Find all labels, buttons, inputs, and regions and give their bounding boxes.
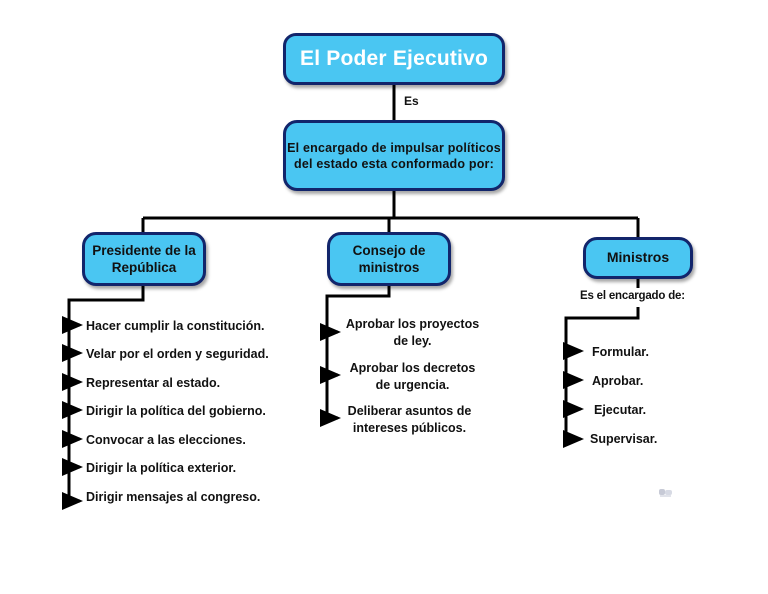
leaf-consejo-3: Deliberar asuntos de intereses públicos. [347,404,472,435]
node-consejo-label: Consejo de ministros [352,242,426,275]
leaf-presidente-7: Dirigir mensajes al congreso. [86,490,261,504]
node-root-label: El Poder Ejecutivo [300,46,488,70]
leaf-presidente-1: Hacer cumplir la constitución. [86,319,265,333]
node-consejo-de-ministros[interactable]: Consejo de ministros [327,232,451,286]
node-presidente-label: Presidente de la República [92,242,196,275]
edge-label-es: Es [404,94,419,108]
node-root-el-poder-ejecutivo[interactable]: El Poder Ejecutivo [283,33,505,85]
edge-label-es-el-encargado-de: Es el encargado de: [580,290,685,302]
watermark-artifact [659,489,673,498]
leaf-ministros-2: Aprobar. [592,374,644,388]
trunk-consejo [320,286,391,427]
leaf-presidente-5: Convocar a las elecciones. [86,433,246,447]
node-ministros-label: Ministros [606,249,670,266]
node-presidente-de-la-republica[interactable]: Presidente de la República [82,232,206,286]
leaf-presidente-6: Dirigir la política exterior. [86,461,237,475]
leaf-presidente-4: Dirigir la política del gobierno. [86,404,266,418]
leaf-consejo-1: Aprobar los proyectos de ley. [345,317,480,348]
leaf-presidente-3: Representar al estado. [86,376,221,390]
node-ministros[interactable]: Ministros [583,237,693,279]
node-subtitle-label: El encargado de impulsar políticos del e… [287,140,501,171]
leaf-ministros-3: Ejecutar. [594,403,647,417]
node-subtitle-encargado[interactable]: El encargado de impulsar políticos del e… [283,120,505,191]
leaf-ministros-1: Formular. [592,345,649,359]
leaf-ministros-4: Supervisar. [590,432,658,446]
leaf-consejo-2: Aprobar los decretos de urgencia. [349,361,476,392]
leaf-presidente-2: Velar por el orden y seguridad. [86,347,269,361]
